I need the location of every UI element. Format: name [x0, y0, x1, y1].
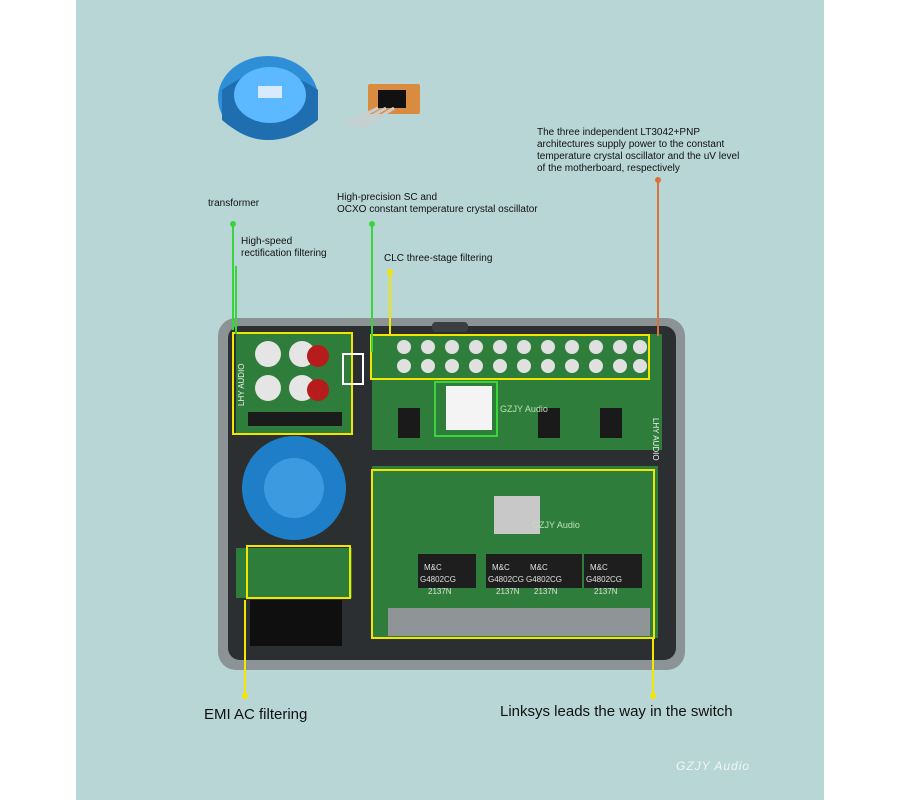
chip-brand-2: M&C — [492, 563, 510, 572]
highlight-ocxo — [434, 381, 498, 437]
board-watermark-regulator: GZJY Audio — [500, 404, 548, 414]
chip-label-2: G4802CG — [488, 575, 524, 584]
chip-code-2: 2137N — [496, 587, 520, 596]
watermark: GZJY Audio — [676, 759, 751, 773]
label-switch: Linksys leads the way in the switch — [500, 703, 733, 720]
label-transformer: transformer — [208, 198, 260, 209]
transformer-photo — [218, 56, 318, 140]
ethernet-ports — [388, 608, 650, 636]
board-watermark-switch: GZJY Audio — [532, 520, 580, 530]
chip-brand-1: M&C — [424, 563, 442, 572]
ocxo-module — [446, 386, 492, 430]
label-rectification: High-speed rectification filtering — [241, 236, 327, 259]
label-emi: EMI AC filtering — [204, 706, 308, 723]
label-ocxo: High-precision SC and OCXO constant temp… — [337, 192, 538, 215]
chip-code-4: 2137N — [594, 587, 618, 596]
chip-code-1: 2137N — [428, 587, 452, 596]
emi-board — [236, 548, 352, 598]
highlight-sc-crystal — [342, 353, 364, 385]
highlight-emi — [246, 545, 351, 599]
chip-brand-3: M&C — [530, 563, 548, 572]
heatsink — [494, 496, 540, 534]
chip-label-4: G4802CG — [586, 575, 622, 584]
board-brand-left: LHY AUDIO — [237, 363, 246, 406]
chip-label-1: G4802CG — [420, 575, 456, 584]
label-clc: CLC three-stage filtering — [384, 253, 493, 264]
board-brand-right: LHY AUDIO — [651, 418, 660, 461]
chip-code-3: 2137N — [534, 587, 558, 596]
highlight-clc — [370, 334, 650, 380]
chip-brand-4: M&C — [590, 563, 608, 572]
label-lt3042: The three independent LT3042+PNP archite… — [537, 127, 740, 174]
highlight-switch — [371, 469, 655, 639]
regulator-photo — [345, 84, 420, 130]
chip-label-3: G4802CG — [526, 575, 562, 584]
